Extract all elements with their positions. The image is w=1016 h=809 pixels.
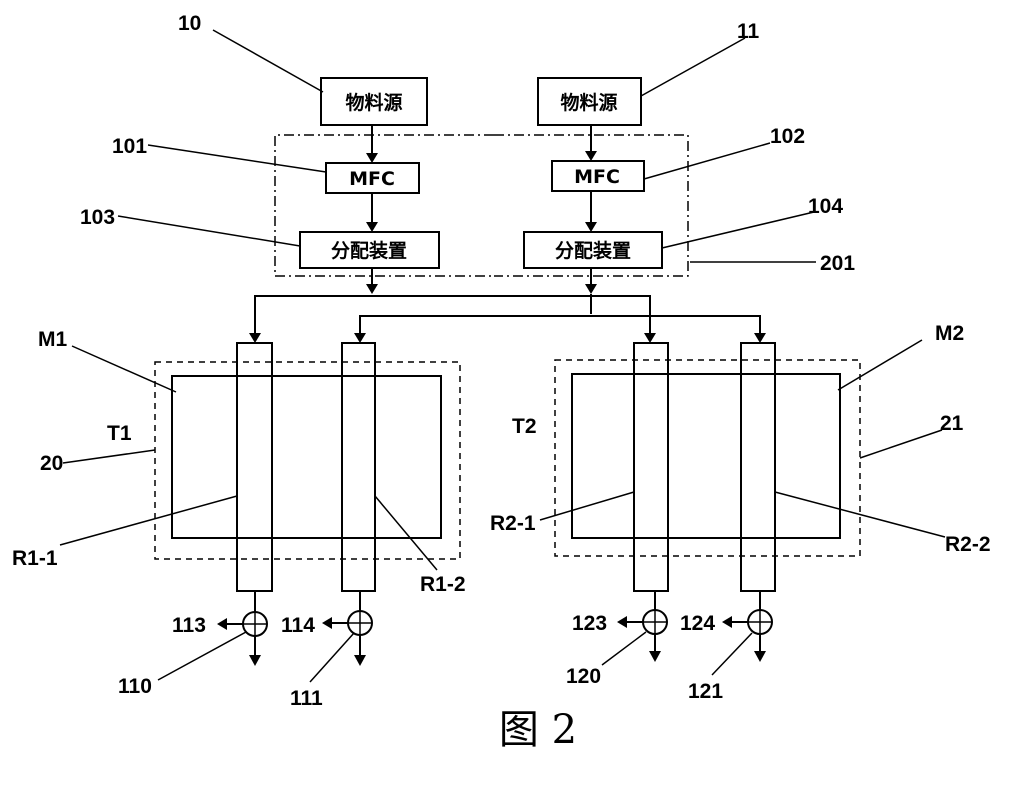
material-source-label-left: 物料源 (345, 91, 402, 114)
material-source-box-left (320, 77, 428, 126)
arrow-head (366, 284, 378, 294)
label-120: 120 (566, 665, 601, 688)
distributor-box-left (299, 231, 440, 269)
label-121: 121 (688, 680, 723, 703)
label-113: 113 (172, 614, 206, 637)
arrow-head (617, 616, 627, 628)
leader-r2-2 (774, 491, 946, 538)
label-102: 102 (770, 125, 805, 148)
reactor-r2-2 (740, 342, 776, 592)
label-t1: T1 (107, 422, 132, 445)
leader-m2 (837, 339, 923, 391)
leader-r1-1 (59, 495, 238, 546)
label-m1: M1 (38, 328, 67, 351)
arrow-head (217, 618, 227, 630)
leader-102 (643, 142, 771, 180)
leader-m1 (71, 345, 177, 393)
thermal-enclosure-left (154, 361, 461, 560)
label-124: 124 (680, 612, 715, 635)
arrow-head (354, 655, 366, 666)
reactor-r1-1 (236, 342, 273, 592)
flow-control-enclosure-left (274, 134, 494, 277)
arrow-head (249, 333, 261, 343)
arrow-head (354, 333, 366, 343)
arrow-head (322, 617, 332, 629)
manifold-right (359, 315, 761, 335)
leader-103 (117, 215, 301, 247)
label-104: 104 (808, 195, 843, 218)
label-r2-2: R2-2 (945, 533, 991, 556)
material-source-label-right: 物料源 (560, 91, 617, 114)
reactor-r1-2 (341, 342, 376, 592)
flow-control-enclosure-right (494, 134, 689, 277)
distributor-box-right (523, 231, 663, 269)
label-201: 201 (820, 252, 855, 275)
distributor-label-left: 分配装置 (331, 239, 407, 262)
mfc-box-right (551, 160, 645, 192)
label-r1-1: R1-1 (12, 547, 58, 570)
thermal-enclosure-right (554, 359, 861, 557)
label-114: 114 (281, 614, 315, 637)
mfc-label-right: MFC (574, 166, 620, 188)
leader-r1-2 (374, 495, 438, 571)
label-10: 10 (178, 12, 201, 35)
arrow-head (722, 616, 732, 628)
label-21: 21 (940, 412, 964, 435)
figure-caption: 图 2 (499, 707, 577, 753)
arrow-head (649, 651, 661, 662)
label-111: 111 (290, 687, 323, 710)
leader-121 (711, 632, 753, 676)
arrow-head (366, 222, 378, 232)
leader-11 (640, 37, 746, 97)
arrow-head (366, 153, 378, 163)
mfc-box-left (325, 162, 420, 194)
label-123: 123 (572, 612, 607, 635)
label-r1-2: R1-2 (420, 573, 466, 596)
module-right (571, 373, 841, 539)
arrow-head (585, 284, 597, 294)
leader-10 (212, 29, 324, 93)
material-source-box-right (537, 77, 642, 126)
module-left (171, 375, 442, 539)
label-r2-1: R2-1 (490, 512, 536, 535)
leader-20 (62, 449, 156, 464)
arrow-head (585, 151, 597, 161)
label-m2: M2 (935, 322, 964, 345)
label-20: 20 (40, 452, 63, 475)
arrow-head (249, 655, 261, 666)
leader-110 (157, 631, 247, 681)
leader-101 (147, 144, 327, 173)
leader-120 (601, 631, 647, 666)
arrow-head (754, 651, 766, 662)
arrow-head (585, 222, 597, 232)
distributor-label-right: 分配装置 (555, 239, 631, 262)
mfc-label-left: MFC (349, 168, 395, 190)
label-110: 110 (118, 675, 152, 698)
label-t2: T2 (512, 415, 537, 438)
label-101: 101 (112, 135, 147, 158)
reactor-r2-1 (633, 342, 669, 592)
leader-111 (309, 632, 355, 683)
label-11: 11 (737, 20, 760, 43)
label-103: 103 (80, 206, 115, 229)
arrow-head (644, 333, 656, 343)
leader-r2-1 (539, 491, 635, 521)
leader-104 (661, 211, 815, 249)
leader-21 (859, 429, 943, 459)
arrow-head (754, 333, 766, 343)
